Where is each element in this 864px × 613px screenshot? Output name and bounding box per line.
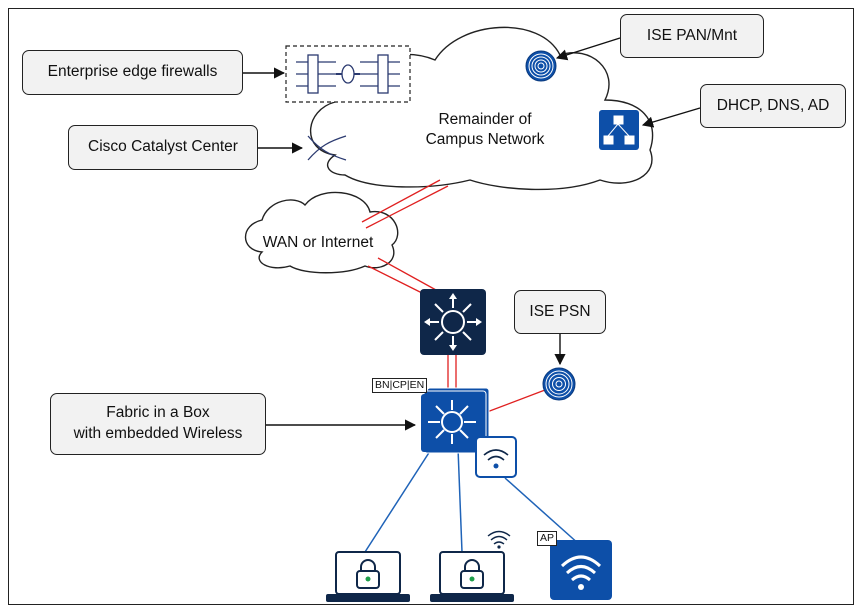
fingerprint-icon	[542, 367, 576, 401]
server-cluster-icon	[599, 110, 639, 150]
callout-fabric-in-a-box: Fabric in a Box with embedded Wireless	[50, 393, 266, 455]
wifi-dot	[497, 545, 501, 549]
wan-cloud-label: WAN or Internet	[262, 234, 374, 251]
wireless-controller-icon	[475, 436, 517, 478]
laptop-lock-icon	[430, 551, 514, 602]
wan-router-link-1	[367, 265, 429, 297]
campus-cloud-line1: Remainder of	[438, 111, 532, 128]
wan-router-link-2	[377, 257, 437, 291]
arrow-ise-pan	[555, 37, 621, 61]
callout-firewalls-label: Enterprise edge firewalls	[47, 63, 218, 81]
switch-ise-link	[486, 389, 546, 413]
callout-catalyst-center-label: Cisco Catalyst Center	[88, 138, 238, 156]
diagram-frame	[8, 8, 854, 605]
firewall-icon	[285, 45, 411, 103]
router-icon	[420, 289, 486, 355]
callout-ise-psn-label: ISE PSN	[529, 302, 591, 320]
callout-dhcp: DHCP, DNS, AD	[700, 84, 846, 128]
callout-fabric-line2: with embedded Wireless	[73, 425, 243, 442]
arrow-dhcp	[641, 107, 701, 128]
laptop-lock-icon	[326, 551, 410, 602]
callout-catalyst-center: Cisco Catalyst Center	[68, 125, 258, 170]
access-point-icon	[550, 540, 612, 600]
wifi-icon	[487, 530, 511, 545]
ap-tag: AP	[537, 531, 558, 546]
switch-laptop1-link	[364, 447, 433, 553]
callout-ise-pan: ISE PAN/Mnt	[620, 14, 764, 58]
fabric-roles-tag: BN|CP|EN	[372, 378, 428, 393]
fingerprint-icon	[525, 50, 557, 82]
callout-firewalls: Enterprise edge firewalls	[22, 50, 243, 95]
campus-cloud-line2: Campus Network	[425, 131, 545, 149]
callout-ise-psn: ISE PSN	[514, 290, 606, 334]
callout-dhcp-label: DHCP, DNS, AD	[716, 96, 830, 114]
crossed-arrows-icon	[307, 135, 347, 161]
callout-ise-pan-label: ISE PAN/Mnt	[646, 26, 738, 44]
campus-wan-link-1	[361, 179, 441, 223]
wan-cloud	[245, 191, 399, 274]
campus-cloud-label: Remainder of Campus Network	[410, 110, 560, 150]
fabric-switch-icon	[421, 387, 490, 454]
campus-wan-link-2	[365, 185, 449, 229]
switch-laptop2-link	[457, 447, 463, 553]
callout-fabric-line1: Fabric in a Box	[106, 404, 210, 422]
wlc-ap-link	[504, 477, 581, 546]
